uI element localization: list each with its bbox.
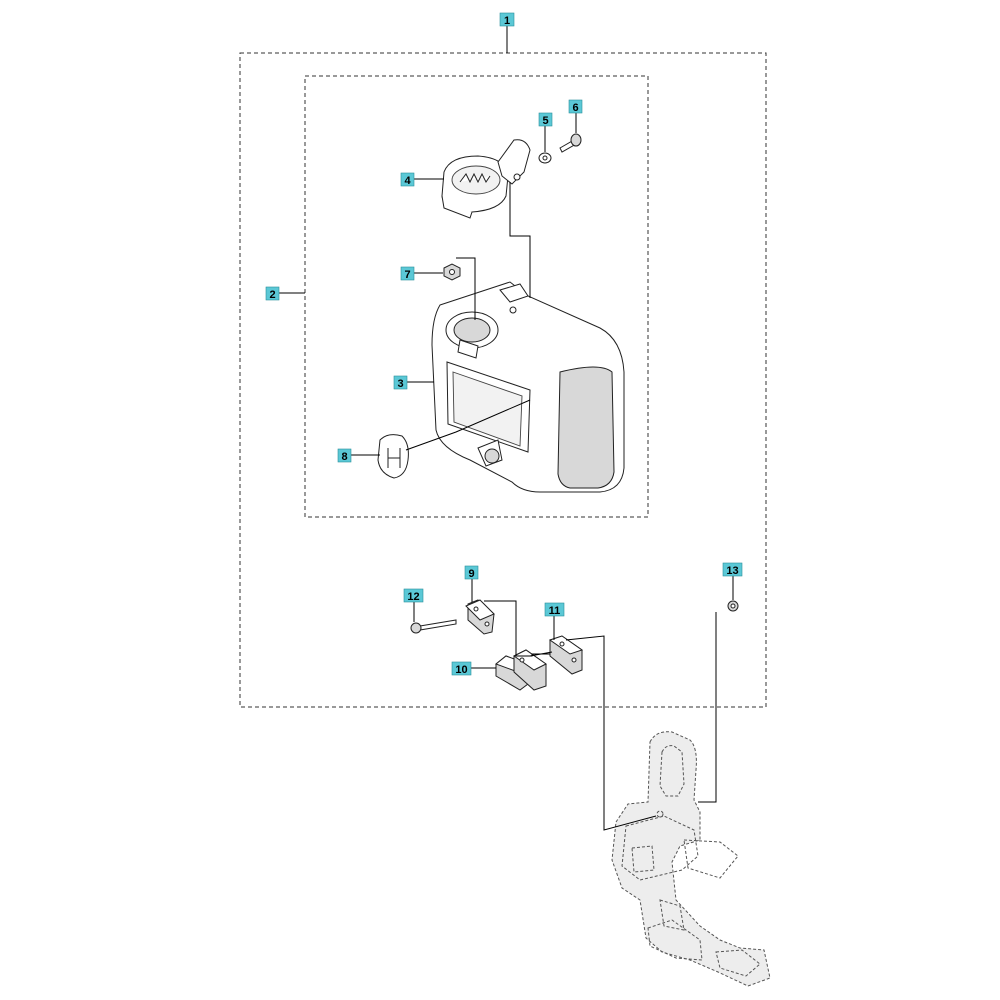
callout-12: 12 (403, 588, 424, 603)
callout-7-label: 7 (404, 269, 410, 281)
callout-8: 8 (337, 448, 352, 463)
long-screw-part (410, 619, 457, 634)
callout-10-label: 10 (455, 664, 467, 676)
callout-7: 7 (400, 266, 415, 281)
callout-6-label: 6 (572, 102, 578, 114)
callout-11: 11 (544, 602, 565, 617)
callout-6: 6 (568, 99, 583, 114)
callout-9-label: 9 (468, 568, 474, 580)
logo-plate-part (377, 434, 409, 479)
callout-4: 4 (400, 172, 415, 187)
nut-part (443, 263, 461, 281)
callout-5-label: 5 (542, 115, 548, 127)
callout-13-label: 13 (726, 565, 738, 577)
callout-12-label: 12 (407, 591, 419, 603)
assembly-1-boundary (239, 52, 767, 708)
callout-2: 2 (265, 286, 280, 301)
callout-9: 9 (464, 565, 479, 580)
fuel-cap-part (441, 139, 531, 219)
small-nut-part (727, 600, 739, 612)
callout-1: 1 (499, 12, 515, 27)
callout-2-label: 2 (269, 289, 275, 301)
callout-11-label: 11 (549, 605, 561, 617)
callout-10: 10 (451, 661, 472, 676)
screw-part (559, 133, 582, 153)
fuel-tank-part (431, 281, 625, 493)
plate-part (548, 635, 584, 675)
callout-1-label: 1 (504, 15, 510, 27)
callout-4-label: 4 (404, 175, 411, 187)
mounting-frame-reference (611, 731, 771, 987)
callout-3-label: 3 (397, 378, 403, 390)
callout-3: 3 (393, 375, 408, 390)
bracket-part (465, 599, 495, 635)
callout-13: 13 (722, 562, 743, 577)
callout-5: 5 (538, 112, 553, 127)
assembly-2-boundary (304, 75, 649, 518)
rubber-pad-part (494, 649, 547, 691)
callout-8-label: 8 (341, 451, 347, 463)
leader-lines (278, 26, 734, 831)
washer-part (538, 152, 552, 164)
